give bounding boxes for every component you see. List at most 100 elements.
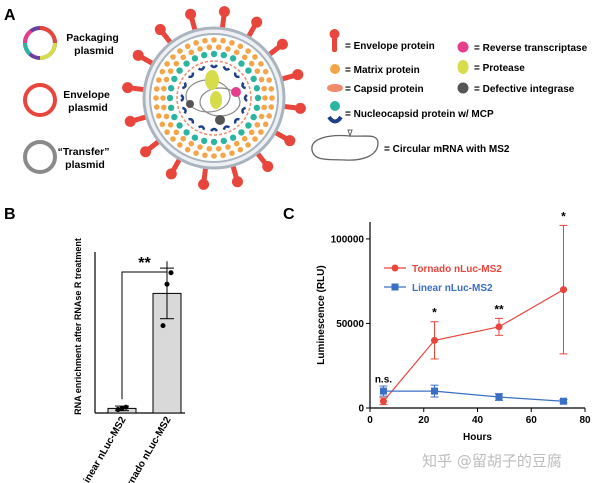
mcp-protein — [233, 72, 240, 79]
envelope-spike-head — [140, 146, 152, 158]
nucleocapsid-protein — [220, 137, 227, 145]
envelope-spike-head — [292, 69, 304, 81]
matrix-protein — [258, 76, 265, 83]
panel-b-label: B — [4, 206, 16, 223]
transfer-plasmid-icon — [23, 140, 57, 174]
nucleocapsid-protein — [254, 94, 262, 102]
matrix-protein — [266, 113, 272, 119]
y-tick-label: 100000 — [331, 234, 365, 245]
matrix-protein — [173, 129, 180, 136]
legend-label: = Envelope protein — [345, 41, 435, 52]
data-point — [431, 387, 438, 395]
x-axis-label: Hours — [463, 432, 492, 443]
matrix-protein — [197, 46, 203, 52]
data-point — [164, 281, 170, 287]
matrix-protein — [261, 85, 267, 92]
envelope-protein-icon — [332, 37, 337, 52]
mcp-protein — [197, 125, 206, 131]
legend-marker — [391, 264, 399, 272]
mcp-icon — [327, 115, 343, 124]
virus-particle-diagram — [122, 6, 306, 190]
matrix-protein — [184, 146, 191, 153]
matrix-protein — [159, 68, 166, 75]
significance-annotation: n.s. — [375, 375, 392, 386]
protease — [205, 70, 219, 90]
data-point — [495, 323, 503, 331]
x-tick-label: 80 — [579, 415, 591, 426]
y-tick-label: 0 — [358, 404, 364, 415]
matrix-protein — [163, 113, 170, 120]
mcp-protein — [222, 125, 231, 131]
nucleocapsid-protein — [167, 85, 175, 92]
panel-c-label: C — [283, 206, 295, 223]
nucleocapsid-protein — [210, 138, 218, 146]
nucleocapsid-protein — [210, 50, 218, 58]
legend-marker — [391, 283, 399, 291]
mcp-protein — [233, 117, 240, 124]
matrix-protein — [167, 68, 174, 74]
mcp-protein — [180, 94, 185, 102]
matrix-protein — [161, 85, 167, 92]
nucleocapsid-protein — [183, 129, 190, 136]
data-point — [115, 407, 121, 413]
matrix-protein — [188, 49, 195, 56]
envelope-spike-head — [251, 16, 263, 28]
envelope-spike-head — [132, 49, 144, 61]
data-point — [160, 323, 166, 329]
data-point — [123, 404, 129, 410]
matrix-protein — [220, 37, 226, 44]
matrix-protein — [252, 54, 258, 60]
matrix-protein — [245, 142, 251, 148]
legend-matrix-protein: = Matrix protein — [330, 64, 420, 76]
matrix-protein — [193, 150, 199, 156]
matrix-protein — [220, 152, 226, 159]
legend-label: = Nucleocapsid protein w/ MCP — [345, 109, 494, 120]
envelope-spike-head — [284, 135, 296, 147]
matrix-protein — [211, 153, 217, 159]
data-point — [560, 286, 567, 294]
significance-label: ** — [138, 255, 151, 272]
legend-capsid-protein: = Capsid protein — [327, 84, 424, 95]
data-point — [119, 405, 125, 411]
matrix-protein — [254, 122, 261, 128]
panel-a-label: A — [4, 7, 16, 24]
matrix-protein — [262, 68, 269, 75]
series-line — [383, 390, 564, 402]
nucleocapsid-protein — [183, 60, 190, 67]
data-point — [431, 336, 438, 344]
x-tick-label: 60 — [526, 415, 538, 426]
matrix-protein — [170, 136, 176, 142]
watermark-text: 知乎 @留胡子的豆腐 — [422, 452, 562, 470]
envelope-plasmid-icon — [23, 83, 57, 117]
envelope-spike-head — [124, 115, 136, 127]
matrix-protein — [161, 104, 167, 111]
legend-label: = Defective integrase — [474, 84, 575, 95]
data-point — [379, 397, 387, 405]
envelope-spike-head — [185, 8, 197, 20]
legend-label: = Matrix protein — [345, 65, 420, 76]
mcp-protein — [241, 81, 247, 90]
packaging-plasmid-icon — [23, 26, 57, 60]
envelope-spike-head — [231, 176, 243, 188]
envelope-spike-head — [122, 82, 134, 94]
nucleocapsid-protein — [176, 67, 183, 74]
matrix-protein — [156, 77, 162, 83]
matrix-protein — [237, 43, 244, 50]
mcp-protein — [210, 64, 218, 69]
matrix-protein — [248, 60, 255, 67]
matrix-protein — [206, 145, 213, 152]
defective-integrase-icon — [457, 82, 469, 94]
matrix-protein — [211, 37, 217, 43]
matrix-protein — [164, 129, 170, 135]
matrix-protein — [262, 121, 269, 128]
matrix-protein — [261, 104, 267, 111]
defective-integrase — [186, 100, 194, 108]
matrix-protein — [233, 140, 240, 147]
matrix-protein — [193, 40, 199, 46]
matrix-protein — [180, 135, 187, 142]
matrix-protein — [215, 145, 222, 152]
envelope-spike-head — [165, 168, 177, 180]
envelope-spike-head — [262, 160, 274, 172]
matrix-protein — [229, 150, 235, 156]
